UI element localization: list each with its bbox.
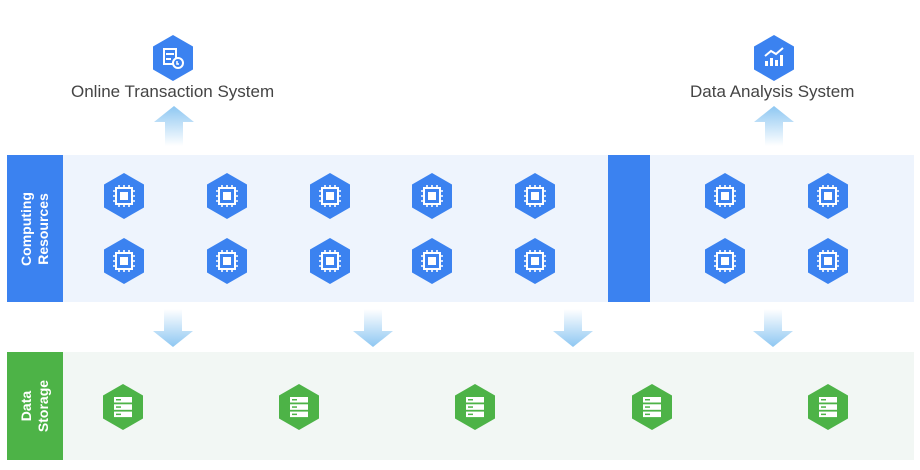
- cpu-chip-icon: [310, 173, 350, 219]
- cpu-chip-icon: [104, 238, 144, 284]
- transaction-system-label: Online Transaction System: [71, 82, 275, 101]
- up-arrow-icon: [754, 106, 794, 146]
- analysis-system-icon: [754, 35, 794, 81]
- cpu-chip-icon: [207, 173, 247, 219]
- server-icon: [808, 384, 848, 430]
- server-icon: [279, 384, 319, 430]
- cpu-chip-icon: [412, 173, 452, 219]
- up-arrow-icon: [154, 106, 194, 146]
- computing-resources-area: [63, 155, 914, 302]
- analysis-system-label: Data Analysis System: [690, 82, 855, 101]
- server-icon: [455, 384, 495, 430]
- cpu-chip-icon: [515, 238, 555, 284]
- data-storage-tag: Data Storage: [7, 352, 63, 460]
- computing-resources-label: Computing Resources: [18, 191, 51, 266]
- server-icon: [103, 384, 143, 430]
- transaction-system-icon: [153, 35, 193, 81]
- cpu-chip-icon: [207, 238, 247, 284]
- down-arrow-icon: [353, 309, 393, 347]
- cpu-chip-icon: [808, 173, 848, 219]
- cpu-chip-icon: [104, 173, 144, 219]
- cpu-chip-icon: [705, 238, 745, 284]
- cpu-chip-icon: [310, 238, 350, 284]
- cluster-divider: [608, 155, 650, 302]
- cpu-chip-icon: [412, 238, 452, 284]
- cpu-chip-icon: [705, 173, 745, 219]
- data-storage-label: Data Storage: [18, 379, 51, 433]
- computing-resources-tag: Computing Resources: [7, 155, 63, 302]
- cpu-chip-icon: [515, 173, 555, 219]
- server-icon: [632, 384, 672, 430]
- cpu-chip-icon: [808, 238, 848, 284]
- down-arrow-icon: [753, 309, 793, 347]
- down-arrow-icon: [553, 309, 593, 347]
- down-arrow-icon: [153, 309, 193, 347]
